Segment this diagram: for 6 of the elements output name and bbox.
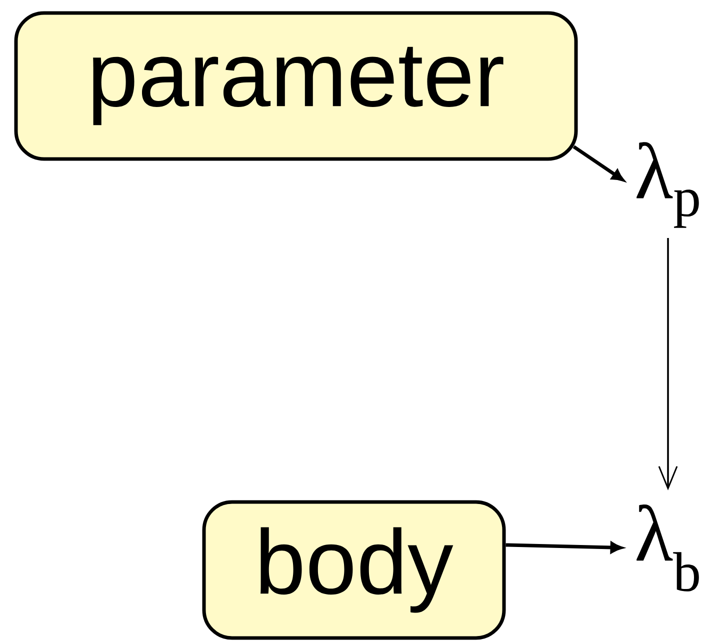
symbol-label: λ$_{b}$ — [636, 504, 699, 592]
arrow — [572, 145, 624, 182]
rounded-box: body — [202, 500, 506, 640]
rounded-box: parameter — [14, 11, 578, 161]
arrow — [658, 238, 678, 490]
symbol-label: λ$_{p}$ — [636, 142, 699, 228]
